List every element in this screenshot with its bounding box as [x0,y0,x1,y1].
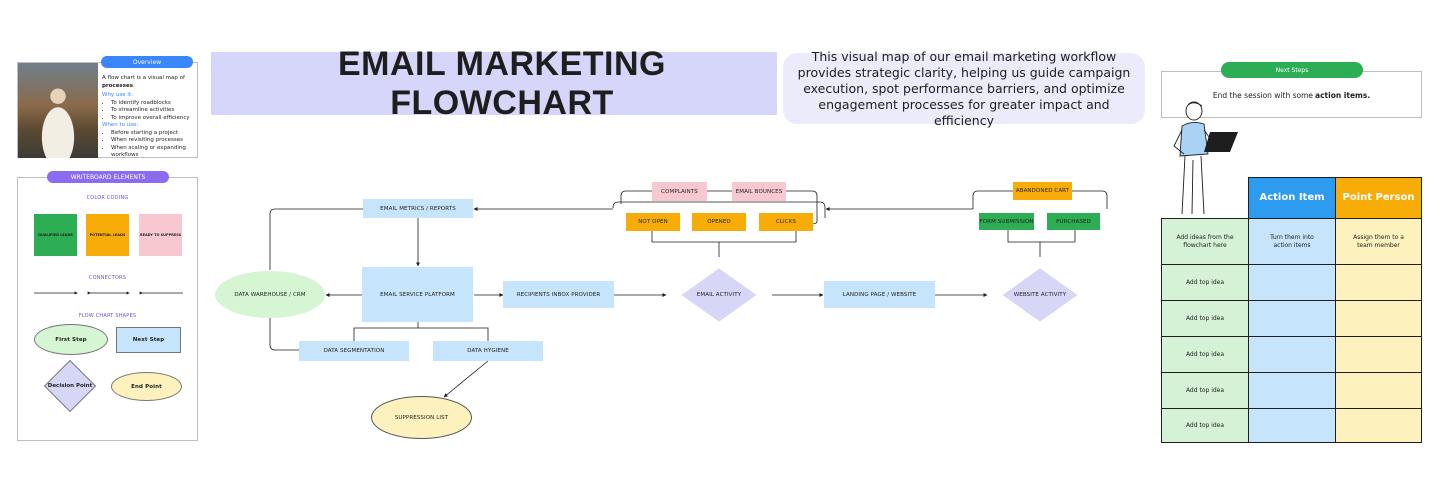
list-item: Before starting a project [111,130,196,138]
end-point-label: End Point [131,383,162,390]
table-cell-person[interactable] [1335,408,1422,443]
next-steps-card [1161,71,1422,118]
connector-samples [34,291,183,295]
node-data-hygiene: DATA HYGIENE [433,341,543,361]
table-cell-action[interactable] [1248,300,1336,337]
decision-website-activity: WEBSITE ACTIVITY [987,257,1093,332]
overview-text: A flow chart is a visual map of processe… [102,75,196,160]
table-cell-intro-person[interactable]: Assign them to a team member [1335,218,1422,265]
next-steps-text: End the session with some action items. [1212,90,1371,100]
first-step-label: First Step [55,336,87,343]
node-purchased: PURCHASED [1047,213,1100,230]
node-not-open: NOT OPEN [626,213,680,231]
list-item: When revisiting processes [111,137,196,145]
shape-first-step: First Step [34,324,108,355]
page-description: This visual map of our email marketing w… [783,49,1145,128]
overview-card: A flow chart is a visual map of processe… [17,62,198,158]
next-steps-header: Next Steps [1221,62,1363,78]
table-corner [1161,177,1249,219]
table-cell-idea[interactable]: Add top idea [1161,372,1249,409]
table-cell-person[interactable] [1335,264,1422,301]
node-suppression-list: SUPPRESSION LIST [371,396,472,439]
email-activity-label: EMAIL ACTIVITY [696,291,742,298]
table-cell-action[interactable] [1248,372,1336,409]
when-list: Before starting a project When revisitin… [102,130,196,160]
swatch-potential-leads: POTENTIAL LEADS [86,214,129,256]
decision-point-label: Decision Point [47,383,93,389]
shape-next-step: Next Step [116,327,181,353]
shape-decision-point: Decision Point [35,359,105,413]
node-form-submission: FORM SUBMISSION [979,213,1034,230]
color-coding-label: COLOR CODING [86,195,129,201]
table-cell-intro-action[interactable]: Turn them into action items [1248,218,1336,265]
list-item: When scaling or expanding workflows [111,145,196,160]
node-opened: OPENED [692,213,746,231]
table-cell-idea[interactable]: Add top idea [1161,264,1249,301]
table-cell-action[interactable] [1248,264,1336,301]
table-cell-action[interactable] [1248,336,1336,373]
list-item: To improve overall efficiency [111,115,196,123]
decision-email-activity: EMAIL ACTIVITY [666,257,772,332]
table-cell-idea[interactable]: Add top idea [1161,300,1249,337]
overview-intro: A flow chart is a visual map of processe… [102,75,185,89]
website-activity-label: WEBSITE ACTIVITY [1013,291,1067,298]
table-cell-action[interactable] [1248,408,1336,443]
node-email-metrics: EMAIL METRICS / REPORTS [363,199,473,218]
table-header-point-person: Point Person [1335,177,1422,219]
node-data-warehouse: DATA WAREHOUSE / CRM [215,271,325,318]
connectors-label: CONNECTORS [88,275,127,281]
table-cell-person[interactable] [1335,372,1422,409]
list-item: To streamline activities [111,107,196,115]
person-laptop-illustration [1173,101,1238,215]
why-heading: Why use it: [102,92,133,98]
table-cell-person[interactable] [1335,336,1422,373]
node-complaints: COMPLAINTS [652,182,707,201]
node-data-segmentation: DATA SEGMENTATION [299,341,409,361]
table-cell-idea[interactable]: Add top idea [1161,408,1249,443]
table-cell-person[interactable] [1335,300,1422,337]
swatch-ready-to-suppress: READY TO SUPPRESS [139,214,182,256]
node-recipients-inbox: RECIPIENTS INBOX PROVIDER [503,281,614,308]
list-item: To identify roadblocks [111,100,196,108]
when-heading: When to use: [102,122,139,128]
shape-end-point: End Point [111,372,182,401]
table-cell-intro-ideas[interactable]: Add ideas from the flowchart here [1161,218,1249,265]
node-email-bounces: EMAIL BOUNCES [732,182,786,201]
node-landing-page: LANDING PAGE / WEBSITE [824,281,935,308]
profile-photo [18,63,98,158]
node-abandoned-cart: ABANDONED CART [1013,182,1072,200]
swatch-qualified-leads: QUALIFIED LEADS [34,214,77,256]
node-clicks: CLICKS [759,213,813,231]
shapes-label: FLOW CHART SHAPES [78,313,137,319]
why-list: To identify roadblocks To streamline act… [102,100,196,123]
overview-header: Overview [101,56,193,68]
table-cell-idea[interactable]: Add top idea [1161,336,1249,373]
table-header-action-item: Action Item [1248,177,1336,219]
next-step-label: Next Step [132,337,165,343]
writeboard-header: WRITEBOARD ELEMENTS [47,171,169,183]
node-email-service-platform: EMAIL SERVICE PLATFORM [362,267,473,322]
